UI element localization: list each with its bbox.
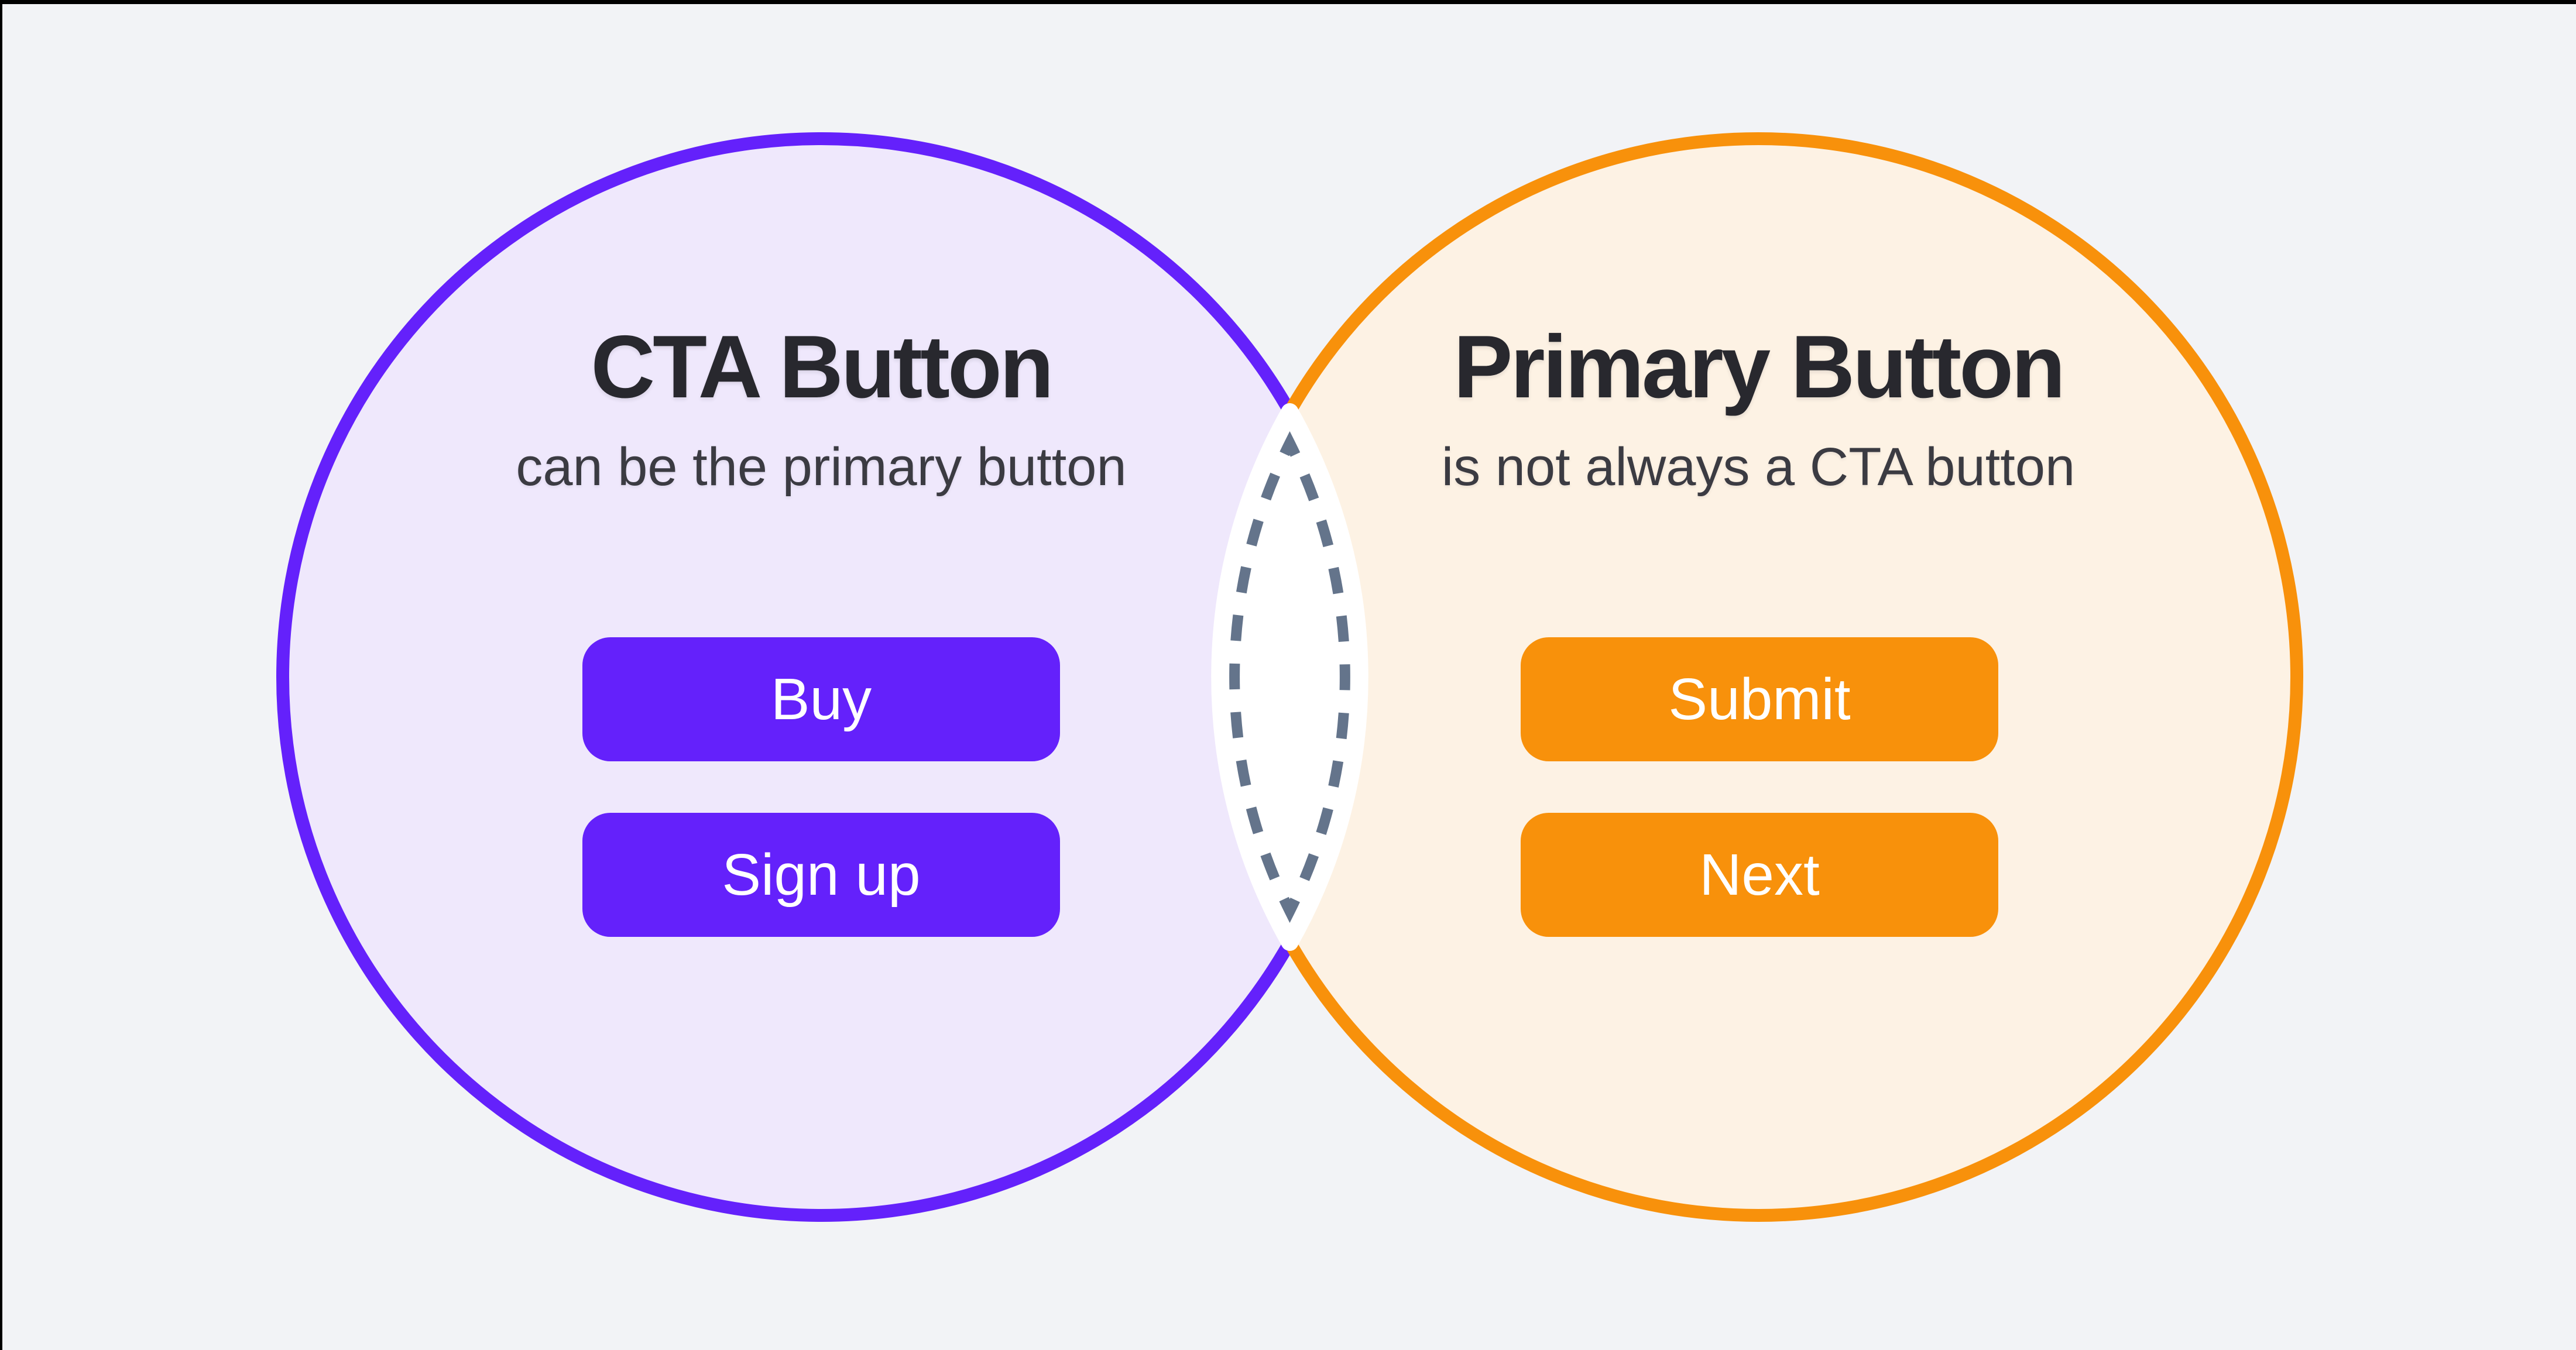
sign-up-button[interactable]: Sign up — [582, 813, 1060, 937]
buy-button[interactable]: Buy — [582, 637, 1060, 761]
top-edge-artifact — [0, 0, 2576, 4]
left-edge-artifact — [0, 0, 2, 1350]
left-circle-subtitle: can be the primary button — [516, 437, 1127, 497]
left-circle-title: CTA Button — [591, 317, 1054, 417]
right-circle-subtitle: is not always a CTA button — [1441, 437, 2076, 497]
right-circle-title: Primary Button — [1453, 317, 2066, 417]
intersection-dashed-outline — [1229, 431, 1350, 923]
next-button[interactable]: Next — [1521, 813, 1998, 937]
submit-button[interactable]: Submit — [1521, 637, 1998, 761]
